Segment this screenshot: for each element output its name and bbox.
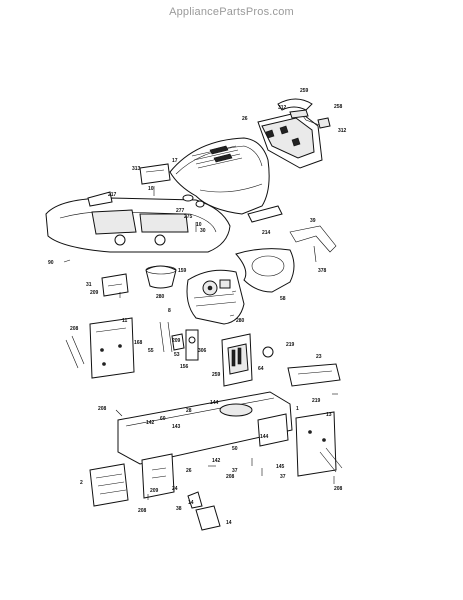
callout-145: 145: [276, 464, 285, 470]
callout-58: 58: [280, 296, 286, 302]
callout-143: 143: [172, 424, 181, 430]
dash-pod-assembly: [257, 98, 331, 169]
callout-277: 277: [176, 208, 185, 214]
callout-156: 156: [180, 364, 189, 370]
side-plate-13: [295, 411, 343, 477]
callout-26: 26: [242, 116, 248, 122]
rod-39: [289, 225, 337, 253]
hood-assembly: [169, 137, 283, 223]
callout-208b: 208: [98, 406, 107, 412]
callout-38: 38: [176, 506, 182, 512]
callout-208d: 208: [334, 486, 343, 492]
callout-31: 31: [86, 282, 92, 288]
knob-277: [182, 194, 194, 202]
callout-142: 142: [146, 420, 155, 426]
callout-312: 312: [278, 105, 287, 111]
callout-8: 8: [168, 308, 171, 314]
callout-208c: 208: [226, 474, 235, 480]
callout-209c: 209: [150, 488, 159, 494]
callout-209b: 209: [172, 338, 181, 344]
knob-275: [195, 200, 205, 208]
fender-assembly: [45, 191, 231, 253]
callout-168: 168: [134, 340, 143, 346]
callout-24: 24: [172, 486, 178, 492]
callout-39: 39: [310, 218, 316, 224]
callout-53: 53: [174, 352, 180, 358]
callout-28: 28: [186, 408, 192, 414]
callout-208: 208: [70, 326, 79, 332]
callout-37b: 37: [280, 474, 286, 480]
linkage-parts: [159, 321, 199, 361]
side-plate-11: [65, 317, 135, 379]
callout-60: 60: [160, 416, 166, 422]
callout-55: 55: [148, 348, 154, 354]
callout-64: 64: [258, 366, 264, 372]
callout-208e: 208: [138, 508, 147, 514]
callout-306: 306: [198, 348, 207, 354]
frame-1: [117, 391, 293, 499]
callout-214: 214: [262, 230, 271, 236]
callout-2: 2: [80, 480, 83, 486]
callout-17: 17: [172, 158, 178, 164]
pedal-bar-219: [262, 346, 341, 387]
callout-259b: 259: [212, 372, 221, 378]
callout-280b: 280: [236, 318, 245, 324]
callout-30: 30: [200, 228, 206, 234]
callout-11: 11: [122, 318, 128, 324]
callout-10b: 10: [196, 222, 202, 228]
callout-labels: 259 312 26 258 312 17 313 217 10 277 275…: [48, 88, 347, 526]
callout-144: 144: [210, 400, 219, 406]
callout-37: 37: [232, 468, 238, 474]
callout-90: 90: [48, 260, 54, 266]
callout-26b: 26: [186, 468, 192, 474]
dash-panel-assembly: [186, 269, 245, 325]
callout-275: 275: [184, 214, 193, 220]
callout-259: 259: [300, 88, 309, 94]
callout-23: 23: [316, 354, 322, 360]
callout-10: 10: [148, 186, 154, 192]
callout-280: 280: [156, 294, 165, 300]
callout-1: 1: [296, 406, 299, 412]
callout-142b: 142: [212, 458, 221, 464]
callout-14b: 14: [226, 520, 232, 526]
callout-378: 378: [318, 268, 327, 274]
bracket-313: [139, 163, 171, 185]
cup-holder-159: [145, 265, 177, 289]
callout-313: 313: [132, 166, 141, 172]
front-plate-2: [89, 463, 129, 507]
callout-312b: 312: [338, 128, 347, 134]
callout-258: 258: [334, 104, 343, 110]
hitch-bracket: [187, 491, 221, 531]
callout-144b: 144: [260, 434, 269, 440]
watermark: AppliancePartsPros.com: [169, 6, 294, 18]
fasteners: [63, 259, 338, 500]
callout-219b: 219: [312, 398, 321, 404]
bracket-64: [221, 333, 253, 387]
callout-14: 14: [188, 500, 194, 506]
callout-219: 219: [286, 342, 295, 348]
callout-13: 13: [326, 412, 332, 418]
shroud-58: [235, 248, 295, 293]
callout-159: 159: [178, 268, 187, 274]
callout-209: 209: [90, 290, 99, 296]
callout-217: 217: [108, 192, 117, 198]
callout-50: 50: [232, 446, 238, 452]
